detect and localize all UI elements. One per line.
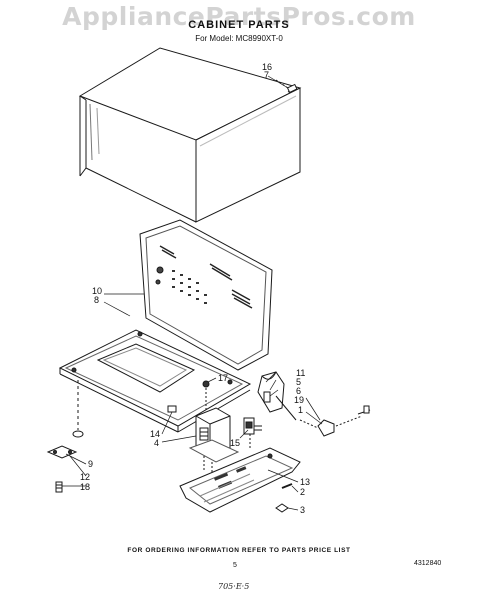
grommet-part-2: [281, 483, 293, 489]
screw-part-17: [202, 380, 210, 388]
document-number: 4312840: [414, 560, 442, 567]
callout-6: 6: [296, 386, 301, 396]
callout-9: 9: [88, 459, 93, 469]
callout-4: 4: [154, 438, 159, 448]
callout-2: 2: [300, 487, 305, 497]
callout-labels: 16 7 10 8 11 5 6 19 1 17 14 4 15 9 12 18…: [80, 62, 310, 515]
back-panel: [139, 219, 273, 371]
callout-15: 15: [230, 438, 240, 448]
screw-part-3: [275, 503, 289, 513]
relay-switch: [243, 417, 262, 450]
transformer: [188, 407, 240, 476]
page-title: CABINET PARTS: [188, 19, 290, 31]
callout-13: 13: [300, 477, 310, 487]
chassis-plate: [179, 447, 301, 513]
handwritten-note: 705·E·5: [218, 582, 250, 591]
callout-19: 19: [294, 395, 304, 405]
bracket-part-9: [46, 445, 78, 459]
model-label: For Model: MC8990XT-0: [195, 34, 283, 43]
screw-part-1: [357, 405, 371, 415]
foot-bumper-icon: [72, 430, 84, 438]
callout-8: 8: [94, 295, 99, 305]
callout-1: 1: [298, 405, 303, 415]
callout-11: 11: [296, 368, 305, 378]
leader-lines: [62, 75, 323, 511]
callout-3: 3: [300, 505, 305, 515]
base-plate: [58, 329, 252, 433]
callout-10: 10: [92, 286, 102, 296]
callout-7: 7: [264, 70, 269, 80]
callout-12: 12: [80, 472, 90, 482]
mounting-bracket: [257, 371, 297, 421]
callout-16: 16: [262, 62, 272, 72]
callout-14: 14: [150, 429, 160, 439]
outer-cabinet: [78, 47, 302, 223]
cord-clip: [299, 415, 363, 437]
callout-17: 17: [218, 373, 228, 383]
ordering-note: FOR ORDERING INFORMATION REFER TO PARTS …: [127, 547, 351, 554]
page-number: 5: [233, 562, 237, 569]
watermark: AppliancePartsPros.com: [62, 2, 416, 31]
callout-5: 5: [296, 377, 301, 387]
clip-part-14: [167, 405, 177, 413]
callout-18: 18: [80, 482, 90, 492]
screw-part-18: [55, 481, 63, 493]
